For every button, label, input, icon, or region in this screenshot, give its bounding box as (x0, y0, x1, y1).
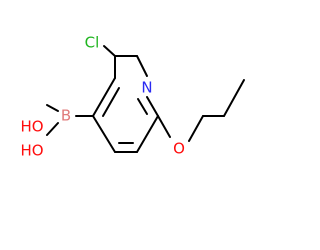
boron-atom-label: B (61, 107, 71, 125)
ring-bond-c2-c3 (136, 115, 159, 153)
chlorine-atom-label: Cl (85, 34, 100, 52)
hydroxyl-bottom-label: HO (20, 142, 43, 160)
ring-bond-c5-c4a-inner (102, 87, 120, 117)
bond-c2-o (157, 115, 171, 138)
bond-o-c1-propyl (188, 115, 204, 142)
oxygen-atom-label: O (173, 140, 185, 158)
bond-c2-c3-propyl (223, 79, 245, 117)
bond-b-oh-bottom (46, 122, 59, 136)
ring-bond-n1-c2 (146, 96, 159, 117)
ring-bond-c4-c5 (92, 115, 116, 153)
ring-bond-c6-n1 (136, 55, 148, 77)
ring-bond-c5-c4a (92, 77, 116, 117)
chemical-structure-diagram: Cl N O B HO HO (20, 34, 245, 160)
hydroxyl-top-label: HO (20, 118, 43, 136)
ring-bond-n1-c2-inner (137, 98, 148, 115)
bond-b-oh-top (46, 104, 59, 112)
nitrogen-atom-label: N (141, 79, 152, 97)
bond-c-cl (103, 45, 116, 57)
